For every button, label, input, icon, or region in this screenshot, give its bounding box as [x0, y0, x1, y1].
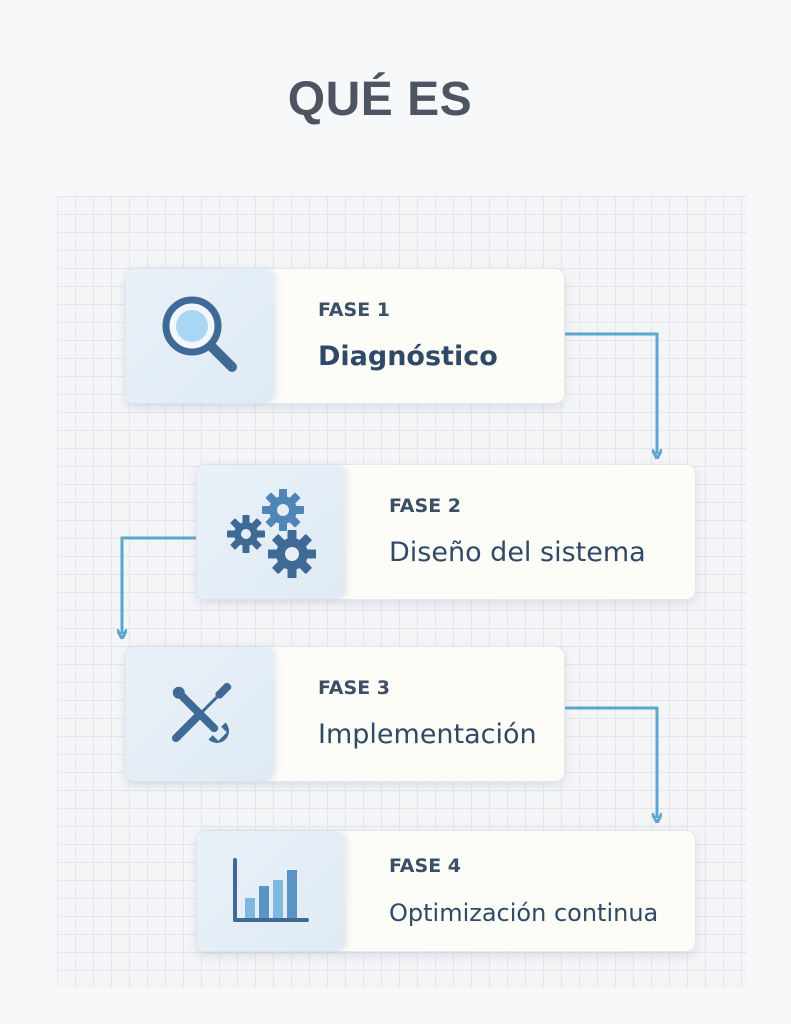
bar-chart-icon: [233, 858, 309, 922]
phase-card-1: FASE 1 Diagnóstico: [125, 268, 565, 404]
phase-2-label: FASE 2: [389, 495, 462, 517]
phase-4-icon-box: [197, 831, 345, 951]
phase-1-name: Diagnóstico: [318, 341, 498, 372]
arrow-phase3-to-phase4: [563, 706, 657, 818]
phase-1-label: FASE 1: [318, 299, 391, 321]
phase-1-icon-box: [126, 269, 274, 403]
phase-card-4: FASE 4 Optimización continua: [196, 830, 696, 952]
tools-icon: [171, 682, 232, 743]
page-title: QUÉ ES: [287, 73, 473, 126]
magnifier-icon: [162, 296, 237, 372]
phase-2-icon-box: [197, 465, 345, 599]
gears-icon: [227, 489, 316, 578]
phase-3-icon-box: [126, 647, 274, 781]
phase-card-2: FASE 2 Diseño del sistema: [196, 464, 696, 600]
phase-3-label: FASE 3: [318, 677, 391, 699]
arrow-phase2-to-phase3: [122, 536, 196, 634]
phase-card-3: FASE 3 Implementación: [125, 646, 565, 782]
arrow-phase1-to-phase2: [563, 332, 657, 454]
phase-4-name: Optimización continua: [389, 899, 659, 927]
phase-2-name: Diseño del sistema: [389, 537, 646, 568]
phase-3-name: Implementación: [318, 719, 537, 750]
phase-4-label: FASE 4: [389, 855, 462, 877]
